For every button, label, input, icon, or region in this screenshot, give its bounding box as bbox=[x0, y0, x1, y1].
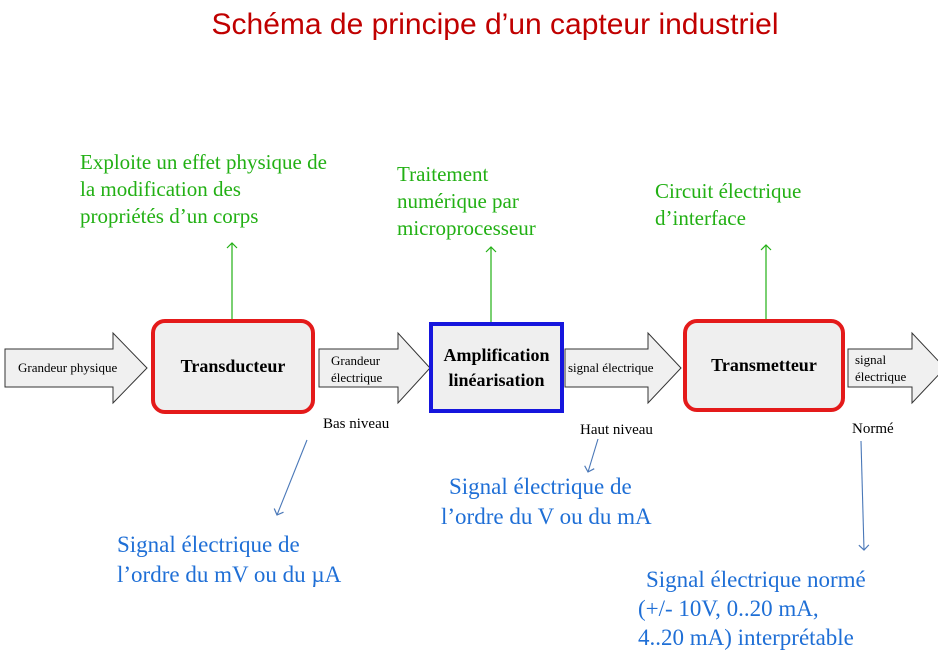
transmetteur-block: Transmetteur bbox=[683, 319, 845, 412]
note-line: d’interface bbox=[655, 206, 746, 230]
input-block-arrow bbox=[4, 331, 148, 405]
norme-pointer bbox=[858, 440, 870, 551]
haut-niveau-label: Haut niveau bbox=[580, 422, 653, 438]
transmetteur-description: Circuit électrique d’interface bbox=[655, 178, 801, 232]
transmetteur-label: Transmetteur bbox=[711, 355, 817, 375]
note-line: Signal électrique normé bbox=[646, 567, 866, 592]
haut-niveau-description: Signal électrique de l’ordre du V ou du … bbox=[441, 472, 652, 532]
amplification-block: Amplification linéarisation bbox=[429, 322, 564, 413]
signal-electrique-block-arrow bbox=[564, 331, 682, 405]
amplification-label: Amplification bbox=[443, 344, 550, 365]
note-line: Circuit électrique bbox=[655, 179, 802, 203]
norme-label: Normé bbox=[852, 421, 894, 437]
note-line: 4..20 mA) interprétable bbox=[638, 625, 854, 650]
label-line: électrique bbox=[331, 370, 383, 385]
note-line: Exploite un effet physique de bbox=[80, 150, 327, 174]
norme-description: Signal électrique normé (+/- 10V, 0..20 … bbox=[638, 565, 866, 652]
transducteur-label: Transducteur bbox=[180, 356, 286, 376]
linearisation-label: linéarisation bbox=[448, 369, 545, 390]
note-line: l’ordre du V ou du mA bbox=[441, 504, 652, 529]
input-arrow-label: Grandeur physique bbox=[18, 360, 118, 375]
output-block-arrow bbox=[847, 331, 938, 405]
amplification-description: Traitement numérique par microprocesseur bbox=[397, 161, 536, 242]
bas-niveau-description: Signal électrique de l’ordre du mV ou du… bbox=[117, 530, 341, 590]
note-line: numérique par bbox=[397, 189, 519, 213]
output-arrow-label: signal électrique bbox=[855, 351, 906, 385]
bas-niveau-pointer bbox=[273, 439, 308, 516]
note-line: propriétés d’un corps bbox=[80, 204, 259, 228]
label-line: signal bbox=[855, 352, 887, 367]
note-line: (+/- 10V, 0..20 mA, bbox=[638, 596, 819, 621]
label-line: électrique bbox=[855, 369, 907, 384]
signal-electrique-label: signal électrique bbox=[568, 360, 654, 375]
bas-niveau-label: Bas niveau bbox=[323, 416, 390, 432]
grandeur-electrique-block-arrow bbox=[318, 331, 431, 405]
note-line: Signal électrique de bbox=[449, 474, 632, 499]
transducteur-block: Transducteur bbox=[151, 319, 315, 414]
page-title: Schéma de principe d’un capteur industri… bbox=[211, 8, 779, 41]
haut-niveau-pointer bbox=[584, 438, 599, 473]
label-line: Grandeur bbox=[331, 353, 381, 368]
note-line: Signal électrique de bbox=[117, 532, 300, 557]
note-line: microprocesseur bbox=[397, 216, 536, 240]
grandeur-electrique-label: Grandeur électrique bbox=[331, 352, 382, 386]
transducteur-description: Exploite un effet physique de la modific… bbox=[80, 149, 327, 230]
note-line: l’ordre du mV ou du µA bbox=[117, 562, 342, 587]
note-line: la modification des bbox=[80, 177, 241, 201]
note-line: Traitement bbox=[397, 162, 489, 186]
